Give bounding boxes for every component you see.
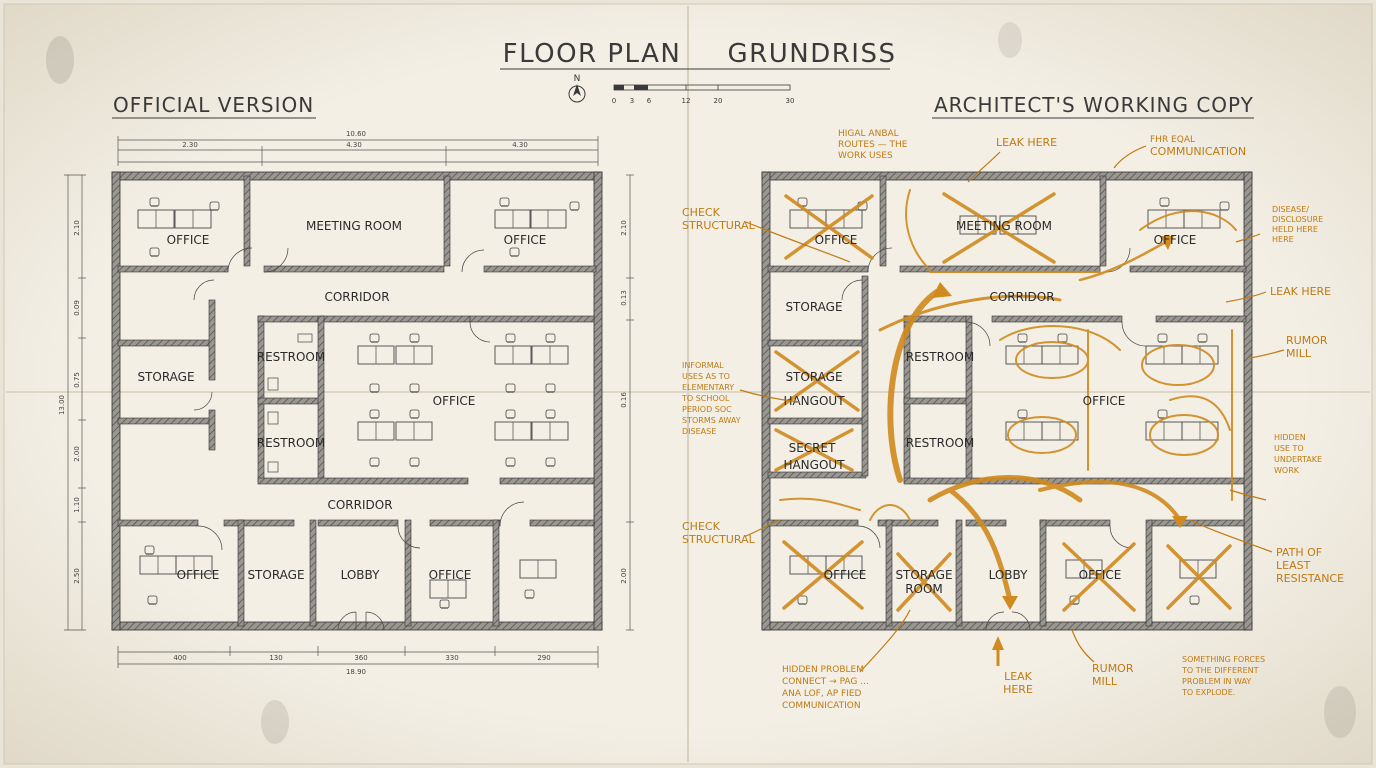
- room-storage: STORAGE: [247, 568, 304, 582]
- svg-text:18.90: 18.90: [346, 668, 366, 676]
- room-office: OFFICE: [167, 233, 210, 247]
- smudge: [1324, 686, 1356, 738]
- svg-text:3: 3: [630, 97, 634, 105]
- room-office: OFFICE: [1079, 568, 1122, 582]
- room-storage-room: STORAGE: [895, 568, 952, 582]
- svg-text:N: N: [574, 74, 581, 84]
- room-office: OFFICE: [824, 568, 867, 582]
- svg-text:2.10: 2.10: [620, 220, 628, 236]
- flow-path-arrows: [779, 189, 1237, 603]
- svg-text:10.60: 10.60: [346, 130, 366, 138]
- svg-text:1.10: 1.10: [73, 497, 81, 513]
- svg-text:13.00: 13.00: [58, 395, 66, 415]
- note-leak-right: LEAK HERE: [1270, 285, 1331, 298]
- room-secret-hangout: HANGOUT: [783, 458, 845, 472]
- room-lobby: LOBBY: [989, 568, 1029, 582]
- room-hangout: HANGOUT: [783, 394, 845, 408]
- svg-text:330: 330: [445, 654, 458, 662]
- smudge: [998, 22, 1022, 58]
- room-office-open: OFFICE: [1083, 394, 1126, 408]
- room-restroom: RESTROOM: [906, 350, 974, 364]
- room-office-open: OFFICE: [433, 394, 476, 408]
- exterior-walls: [111, 171, 603, 631]
- room-office: OFFICE: [1154, 233, 1197, 247]
- room-restroom: RESTROOM: [257, 436, 325, 450]
- room-restroom: RESTROOM: [906, 436, 974, 450]
- room-office: OFFICE: [504, 233, 547, 247]
- dimension-lines: [64, 136, 634, 668]
- svg-text:400: 400: [173, 654, 186, 662]
- annotation-leaders: [739, 145, 1285, 673]
- title-floor-plan: FLOOR PLAN: [503, 39, 682, 69]
- interior-walls: [767, 175, 1247, 627]
- room-corridor: CORRIDOR: [327, 498, 392, 512]
- svg-text:0: 0: [612, 97, 616, 105]
- svg-text:2.50: 2.50: [73, 568, 81, 584]
- door-swings: [193, 247, 525, 631]
- room-meeting: MEETING ROOM: [306, 219, 402, 233]
- svg-text:0.75: 0.75: [73, 372, 81, 388]
- room-restroom: RESTROOM: [257, 350, 325, 364]
- working-copy-plan: ARCHITECT'S WORKING COPY: [681, 93, 1344, 711]
- room-storage-room: ROOM: [905, 582, 943, 596]
- north-arrow-icon: N: [568, 74, 586, 103]
- svg-text:0.16: 0.16: [620, 392, 628, 408]
- svg-text:20: 20: [714, 97, 723, 105]
- svg-text:290: 290: [537, 654, 550, 662]
- title-grundriss: GRUNDRISS: [728, 39, 897, 69]
- svg-text:360: 360: [354, 654, 367, 662]
- svg-text:4.30: 4.30: [346, 141, 362, 149]
- svg-text:30: 30: [786, 97, 795, 105]
- room-storage-hangout: STORAGE: [785, 370, 842, 384]
- heading-architects-copy: ARCHITECT'S WORKING COPY: [934, 93, 1254, 117]
- svg-text:0.13: 0.13: [620, 290, 628, 306]
- svg-text:2.00: 2.00: [73, 446, 81, 462]
- svg-text:6: 6: [647, 97, 652, 105]
- room-corridor: CORRIDOR: [324, 290, 389, 304]
- official-plan: OFFICIAL VERSION: [58, 93, 634, 676]
- room-office: OFFICE: [429, 568, 472, 582]
- svg-text:2.00: 2.00: [620, 568, 628, 584]
- svg-text:12: 12: [682, 97, 691, 105]
- scale-bar: 0 3 6 12 20 30: [612, 84, 795, 105]
- arrowheads: [932, 236, 1188, 650]
- svg-text:4.30: 4.30: [512, 141, 528, 149]
- room-lobby: LOBBY: [341, 568, 381, 582]
- room-corridor: CORRIDOR: [989, 290, 1054, 304]
- room-meeting: MEETING ROOM: [956, 219, 1052, 233]
- interior-walls: [117, 175, 597, 627]
- svg-text:0.09: 0.09: [73, 300, 81, 316]
- room-office: OFFICE: [815, 233, 858, 247]
- smudge: [46, 36, 74, 84]
- room-storage: STORAGE: [137, 370, 194, 384]
- furniture: [137, 197, 580, 609]
- room-storage: STORAGE: [785, 300, 842, 314]
- note-leak-top: LEAK HERE: [996, 136, 1057, 149]
- exterior-walls: [761, 171, 1253, 631]
- room-office: OFFICE: [177, 568, 220, 582]
- svg-text:130: 130: [269, 654, 282, 662]
- smudge: [261, 700, 289, 744]
- room-secret: SECRET: [789, 441, 836, 455]
- svg-text:2.30: 2.30: [182, 141, 198, 149]
- heading-official-version: OFFICIAL VERSION: [113, 93, 314, 117]
- svg-text:2.10: 2.10: [73, 220, 81, 236]
